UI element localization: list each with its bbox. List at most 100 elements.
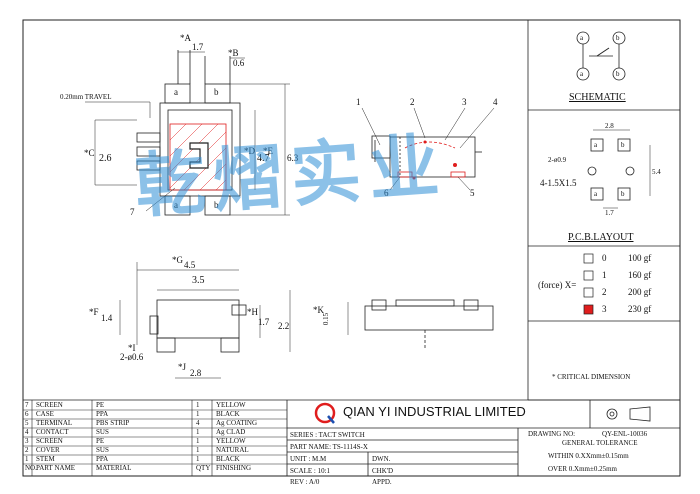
- company-logo: [314, 402, 336, 424]
- callout-1: 1: [356, 97, 361, 107]
- side-view: [347, 299, 494, 350]
- bom-cell: 7: [25, 401, 29, 409]
- dim-k-value: 0.15: [322, 312, 331, 326]
- dim-i-label: *I: [128, 343, 136, 353]
- dim-b-label: *B: [228, 48, 239, 58]
- schematic-pin-b2: b: [616, 70, 620, 78]
- force-value-2: 200 gf: [628, 287, 652, 297]
- bom-header-cell: NO.: [25, 464, 37, 472]
- pad-a-top: a: [174, 87, 178, 97]
- bom-cell: 4: [25, 428, 29, 436]
- bom-header-cell: QTY: [196, 464, 211, 472]
- dim-h-label: *H: [247, 307, 258, 317]
- tolerance-1: WITHIN 0.XXmm±0.15mm: [548, 452, 629, 460]
- dwn-label: DWN.: [372, 455, 391, 463]
- dim-j-value: 2.8: [190, 368, 202, 378]
- bom-cell: Ag COATING: [216, 419, 258, 427]
- pad-a-bottom: a: [174, 200, 178, 210]
- pad-b-bottom: b: [214, 200, 219, 210]
- front-view: [119, 262, 291, 379]
- force-value-1: 160 gf: [628, 270, 652, 280]
- callout-4: 4: [493, 97, 498, 107]
- dim-g-value: 4.5: [184, 260, 196, 270]
- projection-symbol-icon: [606, 406, 651, 422]
- pcb-pin-a2: a: [594, 190, 598, 198]
- dim-a-label: *A: [180, 33, 191, 43]
- schematic-pin-a2: a: [580, 70, 584, 78]
- bom-cell: PPA: [96, 455, 109, 463]
- pcb-hole: 2-ø0.9: [548, 156, 567, 164]
- bom-cell: PBS STRIP: [96, 419, 130, 427]
- callout-6: 6: [384, 188, 389, 198]
- force-value-3: 230 gf: [628, 304, 652, 314]
- bom-cell: BLACK: [216, 410, 240, 418]
- force-code-0: 0: [602, 253, 607, 263]
- bom-cell: 1: [196, 437, 200, 445]
- bom-cell: YELLOW: [216, 437, 246, 445]
- appd-label: APPD.: [372, 478, 392, 486]
- watermark: 乾熠实业: [132, 124, 450, 228]
- pcb-pitch: 1.7: [605, 209, 614, 217]
- dim-a-value: 1.7: [192, 42, 204, 52]
- tolerance-2: OVER 0.Xmm±0.25mm: [548, 465, 617, 473]
- chkd-label: CHK'D: [372, 467, 394, 475]
- top-view: [85, 50, 290, 216]
- tolerance-title: GENERAL TOLERANCE: [562, 439, 638, 447]
- pcb-pin-b1: b: [621, 141, 625, 149]
- company-name: QIAN YI INDUSTRIAL LIMITED: [343, 404, 526, 419]
- bom-cell: PE: [96, 401, 105, 409]
- force-value-0: 100 gf: [628, 253, 652, 263]
- dim-f-value: 1.4: [101, 313, 113, 323]
- dim-d-label: *D: [244, 146, 255, 156]
- pcb-title: P.C.B.LAYOUT: [568, 232, 634, 243]
- scale: SCALE : 10:1: [290, 467, 331, 475]
- section-view: [361, 107, 495, 191]
- critical-dimension-note: * CRITICAL DIMENSION: [552, 373, 631, 381]
- pcb-pad: 4-1.5X1.5: [540, 178, 577, 188]
- schematic-pin-a1: a: [580, 34, 584, 42]
- schematic-symbol: [576, 31, 626, 81]
- dim-j-label: *J: [178, 362, 187, 372]
- pcb-width: 2.8: [605, 122, 614, 130]
- force-code-1: 1: [602, 270, 607, 280]
- bom-header-cell: FINISHING: [216, 464, 251, 472]
- travel-label: 0.20mm TRAVEL: [60, 93, 112, 101]
- callout-5: 5: [470, 188, 475, 198]
- bom-cell: 5: [25, 419, 29, 427]
- bom-cell: CONTACT: [36, 428, 69, 436]
- callout-7-top: 7: [130, 207, 135, 217]
- bom-cell: 3: [25, 437, 29, 445]
- force-code-2: 2: [602, 287, 607, 297]
- bom-cell: COVER: [36, 446, 60, 454]
- drawing-no: QY-ENL-10036: [602, 430, 648, 438]
- drawing-no-label: DRAWING NO:: [528, 430, 576, 438]
- bom-cell: 1: [196, 410, 200, 418]
- bom-cell: PPA: [96, 410, 109, 418]
- bom-cell: 1: [25, 455, 29, 463]
- bom-cell: PE: [96, 437, 105, 445]
- schematic-title: SCHEMATIC: [569, 92, 626, 103]
- bom-cell: YELLOW: [216, 401, 246, 409]
- bom-cell: SUS: [96, 428, 109, 436]
- bom-cell: SCREEN: [36, 401, 63, 409]
- dim-h2-value: 2.2: [278, 321, 290, 331]
- bom-cell: SCREEN: [36, 437, 63, 445]
- dim-c-value: 2.6: [99, 153, 112, 164]
- bom-cell: BLACK: [216, 455, 240, 463]
- force-code-3: 3: [602, 304, 607, 314]
- bom-cell: 1: [196, 428, 200, 436]
- bom-cell: 1: [196, 401, 200, 409]
- bom-cell: 2: [25, 446, 29, 454]
- bom-cell: TERMINAL: [36, 419, 73, 427]
- bom-cell: STEM: [36, 455, 55, 463]
- bom-cell: 1: [196, 446, 200, 454]
- pcb-pin-a1: a: [594, 141, 598, 149]
- bom-cell: 4: [196, 419, 200, 427]
- dim-g-label: *G: [172, 255, 183, 265]
- pcb-height: 5.4: [652, 168, 661, 176]
- callout-2: 2: [410, 97, 415, 107]
- revision: REV : A/0: [290, 478, 320, 486]
- bom-header-cell: PART NAME: [36, 464, 76, 472]
